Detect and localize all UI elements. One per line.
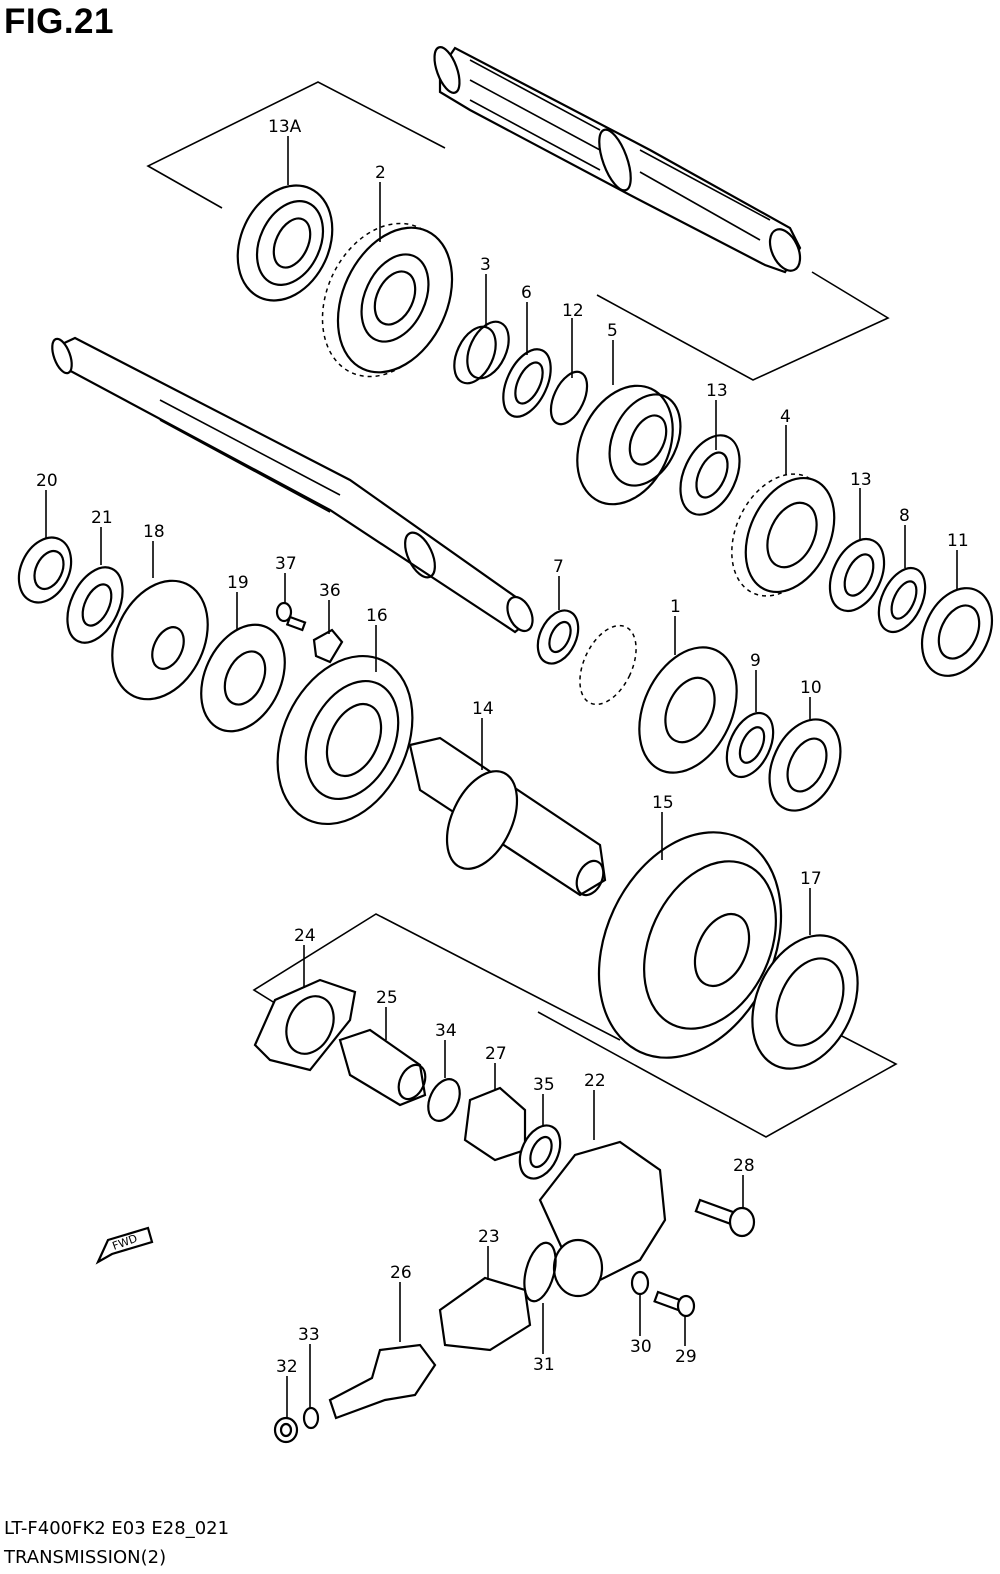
part-label-33: 33 — [298, 1325, 320, 1345]
part-35-ring — [518, 1124, 562, 1180]
part-27-cap — [463, 1086, 527, 1162]
part-label-36: 36 — [319, 581, 341, 601]
part-9-washer — [725, 711, 775, 779]
part-5-gear — [576, 384, 682, 506]
part-7-bushing — [536, 609, 580, 665]
part-12-circlip — [549, 370, 589, 426]
part-22-housing — [538, 1140, 667, 1298]
part-34-ring — [427, 1078, 461, 1122]
part-label-27: 27 — [485, 1044, 507, 1064]
part-label-20: 20 — [36, 471, 58, 491]
part-31-oring — [523, 1241, 557, 1303]
part-label-9: 9 — [750, 651, 761, 671]
figure-title: FIG.21 — [4, 2, 114, 41]
part-label-8: 8 — [899, 506, 910, 526]
countershaft-upper — [433, 46, 802, 274]
part-label-15: 15 — [652, 793, 674, 813]
part-label-13: 13 — [706, 381, 728, 401]
part-label-37: 37 — [275, 554, 297, 574]
part-29-bolt — [653, 1290, 696, 1318]
part-3-bushing — [453, 320, 510, 385]
part-33-washer — [302, 1406, 320, 1430]
part-label-34: 34 — [435, 1021, 457, 1041]
part-label-5: 5 — [607, 321, 618, 341]
part-label-13a: 13A — [268, 117, 302, 137]
part-label-16: 16 — [366, 606, 388, 626]
part-21-washer — [66, 566, 124, 644]
part-26-gear — [328, 1343, 437, 1420]
part-label-29: 29 — [675, 1347, 697, 1367]
part-label-7: 7 — [553, 557, 564, 577]
part-20-seal — [17, 536, 73, 604]
part-label-1: 1 — [670, 597, 681, 617]
leader-lines — [45, 136, 958, 1418]
part-label-12: 12 — [562, 301, 584, 321]
part-30-washer — [630, 1270, 650, 1296]
part-25-gear — [338, 1028, 427, 1107]
lower-assembly-boundary — [252, 913, 898, 1138]
part-2-gear — [321, 222, 454, 378]
part-label-32: 32 — [276, 1357, 298, 1377]
part-label-10: 10 — [800, 678, 822, 698]
fwd-arrow-icon: FWD — [95, 1226, 154, 1265]
part-17-bearing — [751, 934, 859, 1070]
upper-assembly-boundary — [146, 81, 890, 381]
part-19-washer — [200, 623, 286, 733]
part-18-sprocket — [111, 579, 209, 701]
part-13a-bearing — [236, 184, 334, 302]
driveshaft-middle — [51, 336, 534, 634]
part-32-nut — [273, 1416, 299, 1444]
part-label-30: 30 — [630, 1337, 652, 1357]
part-label-28: 28 — [733, 1156, 755, 1176]
part-label-31: 31 — [533, 1355, 555, 1375]
part-8-washer — [877, 566, 927, 634]
part-label-13b: 13 — [850, 470, 872, 490]
part-16-bearing — [276, 654, 414, 826]
part-label-17: 17 — [800, 869, 822, 889]
part-label-24: 24 — [294, 926, 316, 946]
part-label-23: 23 — [478, 1227, 500, 1247]
part-label-6: 6 — [521, 283, 532, 303]
model-code: LT-F400FK2 E03 E28_021 — [4, 1518, 230, 1539]
part-label-25: 25 — [376, 988, 398, 1008]
part-labels: 13A 2 3 6 12 5 13 4 13 8 11 20 21 18 19 … — [36, 117, 969, 1377]
part-label-11: 11 — [947, 531, 969, 551]
part-24-gasket — [253, 978, 357, 1072]
footer: LT-F400FK2 E03 E28_021 TRANSMISSION(2) — [4, 1514, 229, 1572]
part-label-19: 19 — [227, 573, 249, 593]
part-36-plate — [312, 628, 344, 664]
part-1-gear — [579, 624, 738, 774]
part-13b-washer — [828, 537, 886, 613]
part-label-4: 4 — [780, 407, 791, 427]
part-label-3: 3 — [480, 255, 491, 275]
part-28-bolt — [694, 1198, 756, 1238]
part-label-14: 14 — [472, 699, 494, 719]
part-label-22: 22 — [584, 1071, 606, 1091]
part-label-2: 2 — [375, 163, 386, 183]
part-4-gear — [731, 473, 836, 597]
part-label-18: 18 — [143, 522, 165, 542]
part-label-35: 35 — [533, 1075, 555, 1095]
part-13-washer — [679, 434, 741, 516]
part-23-bushing — [438, 1276, 532, 1352]
part-14-shaft — [408, 736, 607, 897]
part-37-bolt — [275, 601, 307, 632]
part-6-washer — [502, 348, 552, 418]
part-10-bearing — [768, 718, 842, 812]
section-name: TRANSMISSION(2) — [4, 1547, 167, 1568]
part-label-21: 21 — [91, 508, 113, 528]
part-label-26: 26 — [390, 1263, 412, 1283]
part-11-bearing — [920, 587, 994, 677]
